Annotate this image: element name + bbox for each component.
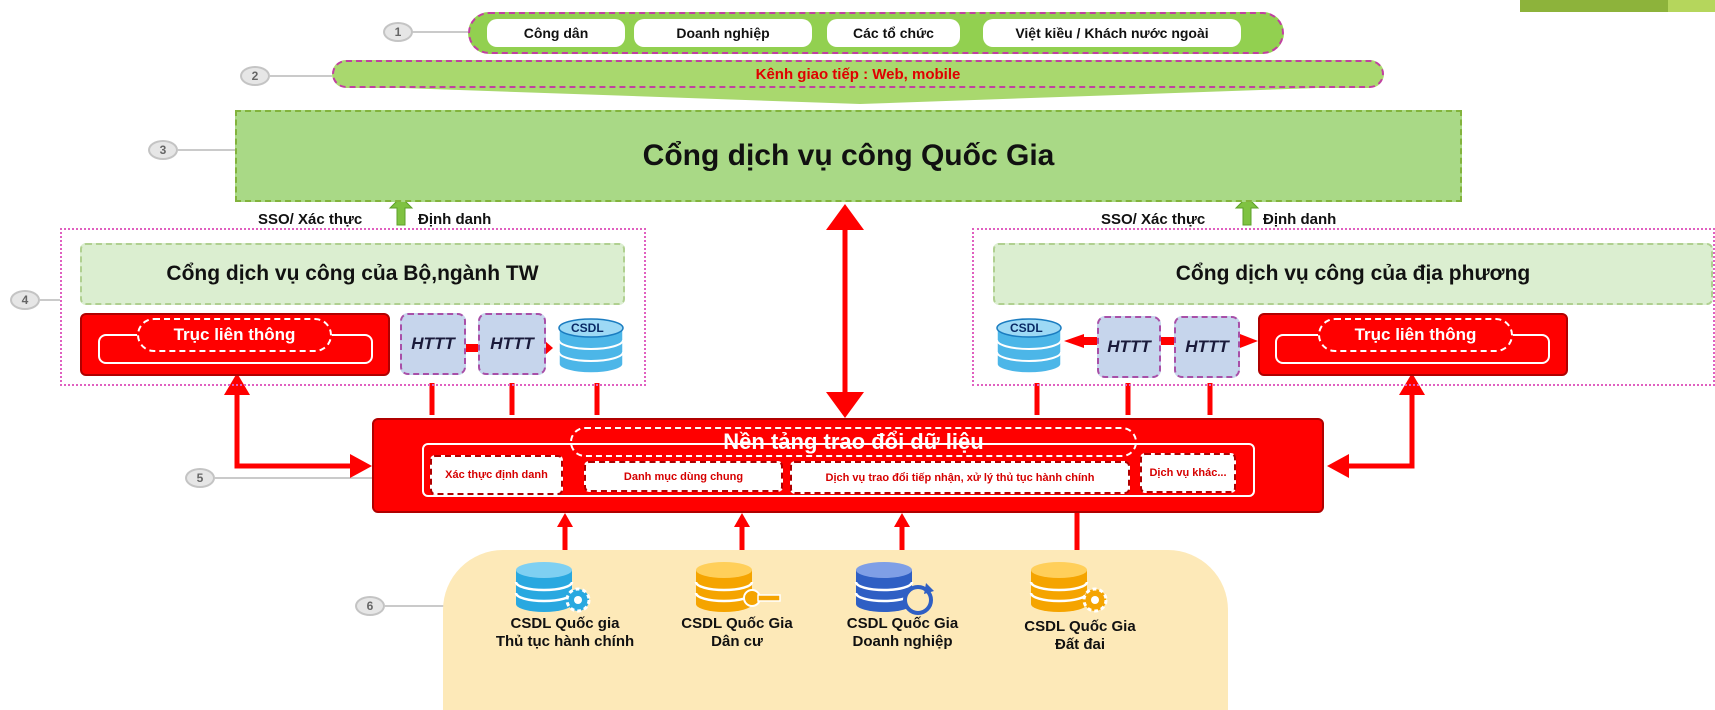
- callout-2: 2: [240, 66, 270, 86]
- actor-overseas: Việt kiều / Khách nước ngoài: [983, 19, 1241, 47]
- database-land-line2: Đất đai: [1054, 636, 1105, 653]
- httt-box-1: HTTT: [400, 313, 466, 375]
- service-procedure-exchange: Dịch vụ trao đổi tiếp nhận, xử lý thủ tụ…: [790, 461, 1130, 494]
- identity-label-right: Định danh: [1263, 211, 1337, 228]
- database-gear-icon: [1029, 562, 1108, 613]
- database-population-line1: CSDL Quốc Gia: [681, 615, 793, 632]
- ministry-group: [60, 228, 646, 386]
- csdl-database-icon-right: [996, 318, 1062, 374]
- service-identity-auth: Xác thực định danh: [430, 455, 563, 495]
- actor-business: Doanh nghiệp: [634, 19, 812, 47]
- sso-auth-label-left: SSO/ Xác thực: [258, 211, 363, 228]
- corner-decoration: [1520, 0, 1715, 12]
- database-gear-icon: [514, 562, 591, 613]
- ministry-portal: Cổng dịch vụ công của Bộ,ngành TW: [80, 243, 625, 305]
- identity-label-left: Định danh: [418, 211, 492, 228]
- callout-1: 1: [383, 22, 413, 42]
- database-tthc-line2: Thủ tục hành chính: [495, 633, 635, 650]
- database-key-icon: [694, 562, 781, 612]
- database-population-line2: Dân cư: [711, 633, 763, 650]
- httt-box-2: HTTT: [478, 313, 546, 375]
- database-population-caption: CSDL Quốc Gia Dân cư: [652, 615, 822, 651]
- axis-label-right: Trục liên thông: [1318, 318, 1513, 352]
- callout-6: 6: [355, 596, 385, 616]
- actor-citizen: Công dân: [487, 19, 625, 47]
- local-group: [972, 228, 1715, 386]
- callout-4: 4: [10, 290, 40, 310]
- database-business-line1: CSDL Quốc Gia: [846, 615, 959, 632]
- database-tthc-caption: CSDL Quốc gia Thủ tục hành chính: [470, 615, 660, 651]
- platform-title: Nền tảng trao đổi dữ liệu: [570, 427, 1137, 457]
- axis-label-left: Trục liên thông: [137, 318, 332, 352]
- national-public-service-portal: Cổng dịch vụ công Quốc Gia: [235, 110, 1462, 202]
- httt-box-4: HTTT: [1174, 316, 1240, 378]
- csdl-label-left: CSDL: [571, 321, 604, 335]
- database-land-caption: CSDL Quốc Gia Đất đai: [995, 618, 1165, 654]
- csdl-label-right: CSDL: [1010, 321, 1043, 335]
- service-other: Dịch vụ khác...: [1140, 453, 1236, 493]
- service-shared-catalog: Danh mục dùng chung: [584, 461, 783, 492]
- corner-decoration-accent: [1668, 0, 1715, 12]
- channel-bar: Kênh giao tiếp : Web, mobile: [332, 60, 1384, 88]
- national-database-area: [443, 550, 1228, 710]
- platform-inner-frame: [422, 443, 1255, 497]
- actor-organizations: Các tổ chức: [827, 19, 960, 47]
- database-business-caption: CSDL Quốc Gia Doanh nghiệp: [815, 615, 990, 651]
- sso-auth-label-right: SSO/ Xác thực: [1101, 211, 1206, 228]
- local-portal: Cổng dịch vụ công của địa phương: [993, 243, 1713, 305]
- csdl-database-icon-left: [558, 318, 624, 374]
- database-business-line2: Doanh nghiệp: [852, 633, 953, 650]
- httt-box-3: HTTT: [1097, 316, 1161, 378]
- callout-3: 3: [148, 140, 178, 160]
- database-refresh-icon: [854, 562, 934, 615]
- database-land-line1: CSDL Quốc Gia: [1024, 618, 1136, 635]
- callout-5: 5: [185, 468, 215, 488]
- database-tthc-line1: CSDL Quốc gia: [510, 615, 620, 632]
